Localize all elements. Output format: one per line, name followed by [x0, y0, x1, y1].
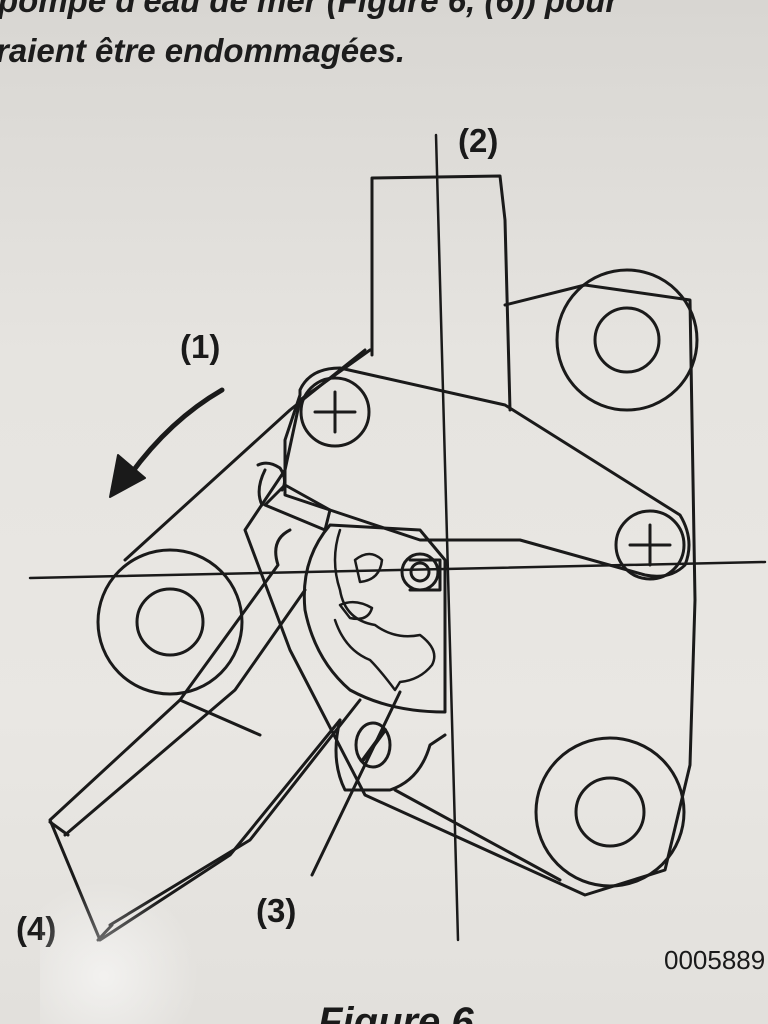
- shaft-keyway: [408, 558, 442, 592]
- leader-line-3: [310, 690, 402, 877]
- hose-arm-upper: [48, 528, 342, 942]
- reference-line-vertical: [434, 133, 460, 942]
- pump-housing: [302, 523, 447, 714]
- lower-bracket: [334, 718, 447, 792]
- callout-4: (4): [16, 910, 57, 947]
- small-bolt: [256, 461, 287, 492]
- screw-head-upper-cross: [313, 390, 357, 434]
- callout-3: (3): [256, 892, 297, 929]
- clamp-strap: [257, 468, 332, 532]
- rotation-arrow-1: [127, 387, 225, 478]
- screw-head-right: [614, 509, 686, 581]
- hose-arm-inner: [63, 588, 362, 927]
- boss-bottom-right-outer: [534, 736, 686, 888]
- figure-caption: Figure 6: [318, 1000, 474, 1024]
- rotation-arrowhead-1: [109, 454, 146, 498]
- body-text-line-2: raient être endommagées.: [0, 32, 405, 69]
- callout-2: (2): [458, 122, 499, 159]
- top-post: [370, 174, 512, 412]
- boss-top-right-inner: [593, 306, 661, 374]
- figure-part-number: 0005889: [664, 945, 766, 975]
- reference-line-horizontal: [28, 560, 767, 580]
- lower-bolt: [354, 721, 392, 769]
- pump-rotor-detail: [338, 552, 384, 621]
- pump-rotor-blob: [333, 528, 436, 692]
- shaft-inner: [409, 561, 431, 583]
- boss-left-outer: [96, 548, 244, 696]
- boss-top-right-outer: [555, 268, 699, 412]
- screw-head-upper: [299, 376, 371, 448]
- boss-left-inner: [135, 587, 205, 657]
- rocker-arm: [283, 366, 691, 578]
- body-text-line-1: pompe d'eau de mer (Figure 6, (6)) pour: [0, 0, 619, 19]
- rear-plate-outline: [123, 348, 562, 882]
- callout-1: (1): [180, 328, 221, 365]
- boss-bottom-right-inner: [574, 776, 646, 848]
- screw-head-right-cross: [628, 523, 672, 567]
